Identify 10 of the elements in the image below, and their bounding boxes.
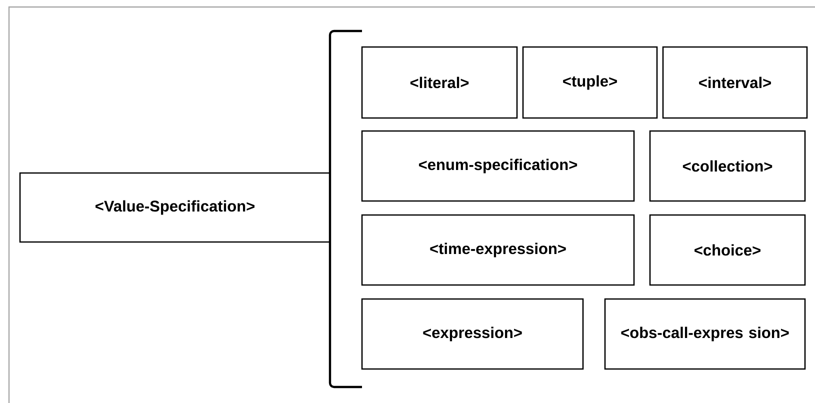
option-box: <literal> bbox=[361, 46, 518, 119]
option-box: <tuple> bbox=[522, 46, 658, 119]
option-box: <collection> bbox=[649, 130, 806, 202]
option-box: <expression> bbox=[361, 298, 584, 370]
option-box: <obs-call-expres sion> bbox=[604, 298, 806, 370]
option-box: <interval> bbox=[662, 46, 808, 119]
category-box: <Value-Specification> bbox=[19, 172, 331, 243]
option-box: <enum-specification> bbox=[361, 130, 635, 202]
option-box: <choice> bbox=[649, 214, 806, 286]
option-box: <time-expression> bbox=[361, 214, 635, 286]
